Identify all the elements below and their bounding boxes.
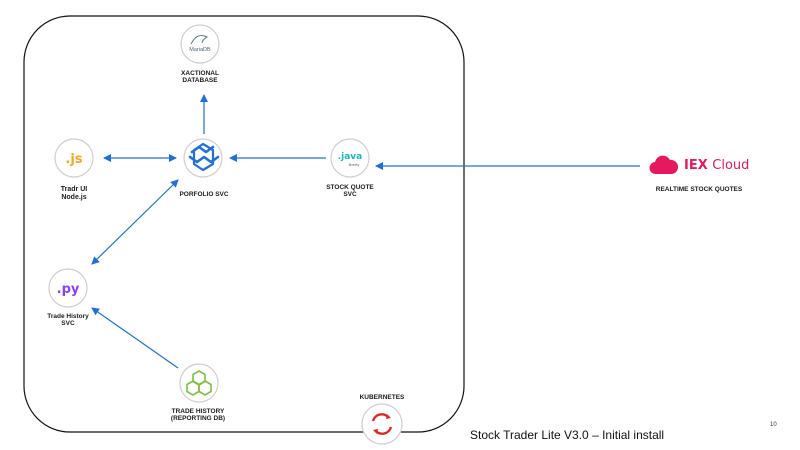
iex-label: REALTIME STOCK QUOTES (655, 186, 743, 193)
reporting-db-node (179, 363, 219, 403)
kubernetes-cluster-boundary (23, 15, 465, 433)
stock-quote-label: STOCK QUOTE SVC (326, 184, 374, 199)
hexagon-cluster-icon (186, 370, 212, 396)
iex-brand-text: IEX Cloud (684, 157, 750, 173)
tradr-ui-node: .js (54, 138, 94, 178)
nodejs-icon (54, 138, 94, 178)
reporting-db-icon (179, 363, 219, 403)
cloud-icon (649, 155, 678, 175)
edge-portfolio-tradehistory (91, 179, 179, 265)
edge-reporting-to-tradehistory (91, 307, 179, 369)
java-icon (330, 138, 370, 178)
stock-quote-node: .java liberty (330, 138, 370, 178)
seal-icon (190, 35, 209, 45)
java-icon-text: .java (338, 152, 363, 162)
kubernetes-node (361, 403, 403, 445)
portfolio-label: PORFOLIO SVC (179, 191, 229, 198)
trade-history-node: .py (48, 268, 88, 308)
python-icon-text: .py (57, 282, 80, 297)
database-node: MariaDB (180, 24, 220, 64)
reporting-db-label: TRADE HISTORY (REPORTING DB) (170, 408, 226, 423)
database-icon-text: MariaDB (189, 47, 211, 53)
nodejs-icon-text: .js (65, 152, 82, 167)
kubernetes-icon (361, 403, 403, 445)
python-icon (48, 268, 88, 308)
iex-cloud-logo: IEX Cloud (648, 148, 752, 182)
liberty-icon-text: liberty (349, 162, 360, 167)
tradr-ui-label: Tradr UI Node.js (60, 186, 88, 202)
portfolio-node (183, 138, 223, 178)
kubernetes-label: KUBERNETES (359, 394, 405, 401)
slide-title: Stock Trader Lite V3.0 – Initial install (470, 428, 665, 442)
database-label: XACTIONAL DATABASE (181, 70, 219, 85)
page-number: 10 (770, 422, 777, 428)
database-icon (180, 24, 220, 64)
trade-history-label: Trade History SVC (47, 313, 89, 328)
